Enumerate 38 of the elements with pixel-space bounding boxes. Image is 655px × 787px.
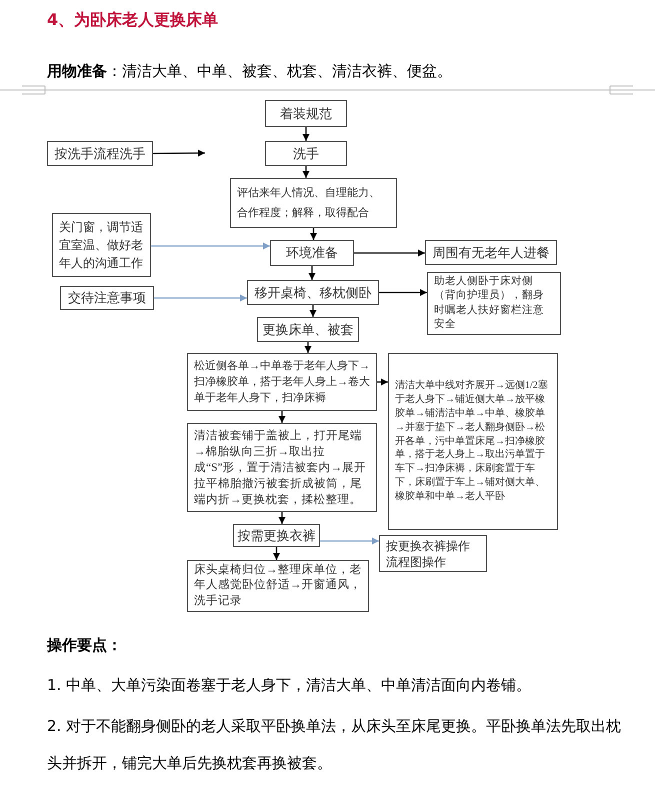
process-box: 按需更换衣裤 [233,524,320,547]
process-box: 环境准备 [270,240,354,266]
process-box: 床头桌椅归位→整理床单位，老年人感觉卧位舒适→开窗通风，洗手记录 [187,560,369,612]
process-box: 评估来年人情况、自理能力、合作程度；解释，取得配合 [230,178,397,228]
process-box: 按洗手流程洗手 [47,141,153,166]
process-box: 移开桌椅、移枕侧卧 [247,280,379,305]
arrow [308,266,316,280]
process-box: 交待注意事项 [60,286,154,310]
process-box: 松近侧各单→中单卷于老年人身下→扫净橡胶单，搭于老年人身上→卷大单于老年人身下，扫净床褥 [187,353,377,411]
arrow [302,127,310,141]
process-box: 清洁被套铺于盖被上，打开尾端→棉胎纵向三折→取出拉成“S”形，置于清洁被套内→展开拉平棉胎撤污被套折成被筒，尾端内折→更换枕套，揉松整理。 [187,423,377,512]
section-title: 4、为卧床老人更换床单 [47,10,218,31]
process-box: 助老人侧卧于床对侧（背向护理员），翻身时嘱老人扶好窗栏注意安全 [427,272,561,335]
process-box: 着装规范 [265,100,347,127]
arrow [377,378,388,386]
arrow [310,305,316,317]
arrow [304,342,312,353]
arrow [302,166,310,178]
arrow [354,250,425,256]
arrow [278,512,286,524]
arrow [310,228,317,240]
arrow [151,242,270,250]
arrow [379,289,427,296]
materials-text: 用物准备：清洁大单、中单、被套、枕套、清洁衣裤、便盆。 [47,61,453,82]
process-box: 洗手 [265,141,347,166]
process-box: 关门窗，调节适宜室温、做好老年人的沟通工作 [52,213,151,277]
process-box: 按更换衣裤操作流程图操作 [379,535,487,572]
process-box: 周围有无老年人进餐 [425,240,557,265]
arrow [278,411,286,423]
process-box: 更换床单、被套 [257,317,359,342]
arrow [273,547,280,560]
arrow [153,150,205,157]
process-box: 清洁大单中线对齐展开→远侧1/2塞于老人身下→铺近侧大单→放平橡胶单→铺清洁中单→中单、橡胶单→并塞于垫下→老人翻身侧卧→松开各单，污中单置床尾→扫净橡胶单，搭于老人身上→取出污单置于车下→扫净床褥，床刷套置于车下，床刷置于车上→铺对侧大单、橡胶单和中单→老人平卧 [388,353,558,530]
note-item: 1. 中单、大单污染面卷塞于老人身下，清洁大单、中单清洁面向内卷铺。 [47,675,532,696]
heading: 操作要点： [47,635,123,656]
arrow [154,294,247,302]
note-item: 2. 对于不能翻身侧卧的老人采取平卧换单法，从床头至床尾更换。平卧换单法先取出枕头并拆开，铺完大单后先换枕套再换被套。 [47,716,622,774]
arrow [320,538,379,544]
